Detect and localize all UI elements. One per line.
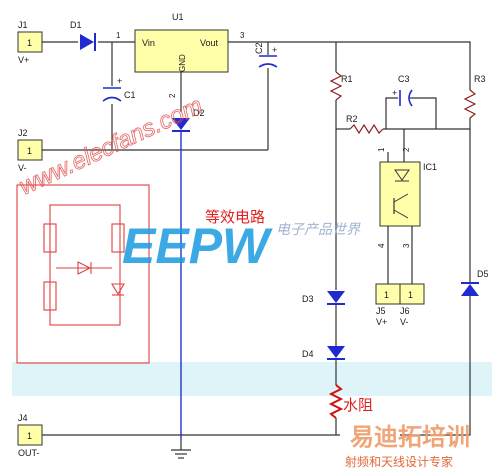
resistor-r3: R3 — [463, 74, 486, 119]
ic1-pin1: 1 — [377, 147, 386, 152]
d2-label: D2 — [193, 108, 205, 118]
resistor-r1: R1 — [329, 71, 353, 101]
wire-c3-left — [385, 97, 398, 129]
connector-j5: 1 J5 V+ — [375, 283, 401, 327]
ic1-pin3: 3 — [402, 243, 411, 248]
connector-j4: 1 J4 OUT- — [17, 413, 43, 458]
equivalent-circuit-label: 等效电路 — [205, 208, 265, 226]
j5-ref: J5 — [376, 306, 386, 316]
diode-d5: D5 — [461, 269, 489, 296]
c3-label: C3 — [398, 74, 410, 84]
capacitor-c3: C3 + — [392, 74, 413, 107]
j1-net: V+ — [18, 55, 29, 65]
u1-gnd: GND — [178, 54, 187, 72]
ic1-pin2: 2 — [402, 147, 411, 152]
equivalent-circuit-box — [16, 184, 150, 364]
u1-vin: Vin — [142, 38, 155, 48]
u1-pin-out: 3 — [240, 31, 245, 40]
eepw-logo: EEPW — [122, 218, 273, 274]
j5-net: V+ — [376, 317, 387, 327]
corner-tagline: 射频和天线设计专家 — [345, 454, 453, 469]
c2-label: C2 — [254, 42, 264, 54]
r1-label: R1 — [341, 74, 353, 84]
j2-pin: 1 — [27, 146, 32, 156]
r2-label: R2 — [346, 114, 358, 124]
j2-net: V- — [18, 163, 27, 173]
j6-ref: J6 — [400, 306, 410, 316]
corner-logo: 易迪拓培训 — [350, 423, 470, 451]
c1-label: C1 — [124, 90, 136, 100]
highlight-band — [12, 362, 492, 396]
c1-pol: + — [117, 76, 122, 86]
capacitor-c2: C2 + — [254, 42, 278, 68]
d4-label: D4 — [302, 349, 314, 359]
j4-net: OUT- — [18, 448, 40, 458]
elecfans-watermark: www.elecfans.com — [15, 92, 207, 200]
connector-j1: 1 J1 V+ — [17, 20, 43, 65]
eepw-tagline: 电子产品世界 — [276, 221, 361, 237]
ic1-pin4: 4 — [377, 243, 386, 248]
diode-d3: D3 — [302, 291, 345, 305]
d1-label: D1 — [70, 20, 82, 30]
regulator-u1: U1 Vin Vout GND 3 2 — [134, 12, 245, 98]
j1-pin: 1 — [27, 38, 32, 48]
ic1-ref: IC1 — [423, 162, 437, 172]
j4-ref: J4 — [18, 413, 28, 423]
j4-pin: 1 — [27, 431, 32, 441]
u1-ref: U1 — [172, 12, 184, 22]
resistor-r2: R2 — [346, 114, 384, 135]
water-resistance: 水阻 — [328, 384, 373, 419]
d5-label: D5 — [477, 269, 489, 279]
water-resistance-label: 水阻 — [343, 397, 373, 414]
c2-pol: + — [272, 45, 277, 55]
j5-pin: 1 — [384, 290, 389, 300]
diode-d4: D4 — [302, 346, 345, 360]
j6-pin: 1 — [408, 290, 413, 300]
d3-label: D3 — [302, 294, 314, 304]
wire-c3-right — [410, 97, 437, 129]
connector-j6: 1 J6 V- — [399, 283, 425, 327]
j2-ref: J2 — [18, 128, 28, 138]
c3-pol: + — [392, 88, 397, 98]
r3-label: R3 — [474, 74, 486, 84]
j6-net: V- — [400, 317, 409, 327]
capacitor-c1: C1 + — [102, 76, 136, 102]
wire-d5-bottom — [400, 296, 471, 436]
j1-ref: J1 — [18, 20, 28, 30]
wire-vout-rail — [228, 41, 471, 90]
diode-d1: D1 — [70, 20, 96, 51]
u1-vout: Vout — [200, 38, 219, 48]
ground-symbol — [171, 440, 191, 459]
node-1-label: 1 — [116, 31, 121, 40]
u1-pin-gnd: 2 — [168, 93, 177, 98]
optocoupler-ic1: IC1 1 2 4 3 — [377, 147, 437, 248]
